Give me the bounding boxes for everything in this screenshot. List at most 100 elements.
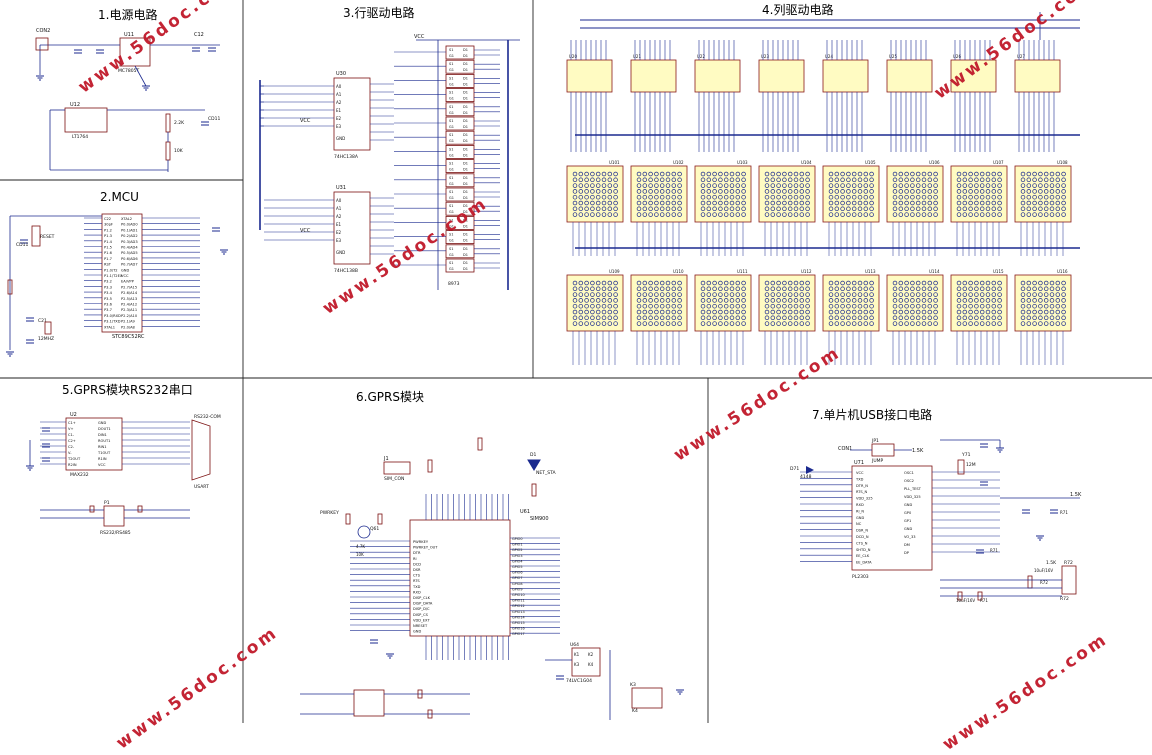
led — [590, 321, 595, 326]
led — [805, 303, 810, 309]
component-label: DOUT1 — [98, 427, 111, 431]
led — [985, 298, 991, 303]
led — [828, 183, 834, 188]
component-label: K2 — [588, 652, 594, 657]
component-label: A1 — [336, 206, 342, 211]
led — [706, 206, 712, 212]
component-label: DCD — [413, 562, 421, 566]
led — [654, 212, 659, 217]
led — [712, 171, 717, 177]
component-body — [101, 213, 143, 333]
mosfet-pair — [445, 116, 475, 131]
led — [1038, 212, 1043, 217]
led — [671, 200, 677, 206]
component-label: GND — [121, 268, 129, 272]
led — [776, 171, 781, 177]
component-label: OSC2 — [904, 479, 914, 483]
led — [840, 309, 845, 315]
component-label: NET_STA — [536, 470, 556, 476]
led — [962, 321, 968, 326]
led — [654, 309, 659, 315]
led — [968, 189, 973, 194]
led — [764, 321, 770, 326]
component-label: RXD — [413, 590, 421, 594]
led — [869, 286, 874, 292]
led — [712, 315, 717, 321]
led — [729, 177, 735, 183]
led — [741, 292, 746, 297]
component-label: P3.6 — [104, 303, 113, 307]
component-label: S1 — [449, 105, 453, 109]
led — [741, 189, 746, 194]
led — [735, 189, 741, 194]
component-label: P0.1/AD1 — [121, 228, 138, 232]
section-title-usb: 7.单片机USB接口电路 — [812, 408, 933, 422]
led — [921, 286, 927, 292]
led — [793, 183, 799, 188]
led — [1061, 321, 1066, 326]
led — [607, 315, 613, 321]
component-label: E3 — [336, 238, 342, 243]
led — [584, 189, 589, 194]
led — [991, 298, 997, 303]
component-label: U20 — [569, 54, 577, 59]
led — [787, 321, 793, 326]
component-label: PLL_TEST — [904, 487, 922, 491]
component-label: XTAL2 — [121, 217, 132, 221]
component-label: GPIO11 — [512, 599, 525, 603]
component-label: R71 — [980, 598, 988, 603]
led — [997, 303, 1002, 309]
section-title-row-driver: 3.行驱动电路 — [343, 6, 415, 20]
led — [904, 292, 909, 297]
led — [863, 286, 869, 292]
led — [648, 321, 653, 326]
led — [799, 194, 805, 200]
led — [968, 280, 973, 286]
component-label: DISP_CS — [413, 613, 429, 617]
led — [741, 321, 746, 326]
led — [921, 183, 927, 188]
component-label: V+ — [68, 427, 73, 431]
component-label: GPIO14 — [512, 615, 525, 619]
led — [1049, 309, 1055, 315]
led — [590, 286, 595, 292]
led — [723, 298, 729, 303]
component-label: RTS_N — [856, 490, 868, 494]
led — [846, 200, 851, 206]
led — [665, 206, 671, 212]
led — [834, 171, 840, 177]
led — [590, 315, 595, 321]
component-label: 10uF/16V — [1034, 568, 1053, 573]
led — [613, 292, 618, 297]
component-label: U26 — [953, 54, 961, 59]
led — [904, 177, 909, 183]
component-label: U21 — [633, 54, 641, 59]
component-label: U115 — [993, 269, 1004, 274]
component-label: G1 — [449, 111, 454, 115]
led — [968, 309, 973, 315]
led — [578, 280, 584, 286]
led — [846, 286, 851, 292]
component-label: 10K — [356, 552, 364, 557]
component-label: D1 — [463, 48, 468, 52]
led — [723, 183, 729, 188]
led — [985, 212, 991, 217]
component-label: D1 — [463, 153, 468, 157]
led — [1020, 298, 1026, 303]
led — [700, 183, 706, 188]
led — [997, 292, 1002, 297]
led — [863, 315, 869, 321]
led — [665, 171, 671, 177]
led — [741, 280, 746, 286]
led — [1049, 189, 1055, 194]
led — [578, 315, 584, 321]
led — [927, 183, 933, 188]
led — [601, 292, 607, 297]
component-label: U11 — [124, 32, 134, 38]
led — [1032, 171, 1037, 177]
led — [584, 309, 589, 315]
led — [770, 212, 776, 217]
led — [770, 200, 776, 206]
led — [770, 280, 776, 286]
component-label: DCD_N — [856, 535, 869, 539]
